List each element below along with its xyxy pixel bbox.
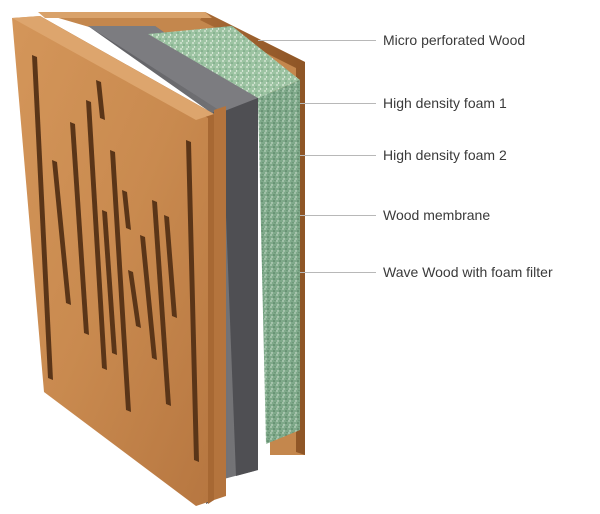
- panel-slot: [70, 122, 89, 335]
- label-high-density-foam-1: High density foam 1: [383, 95, 507, 111]
- panel-slot: [32, 55, 53, 380]
- leader-line-wave-wood-foam-filter: [300, 272, 376, 273]
- label-wood-membrane: Wood membrane: [383, 207, 491, 223]
- high-density-foam-1-layer: [148, 26, 300, 444]
- panel-slot: [110, 150, 131, 412]
- leader-line-wood-membrane: [300, 215, 376, 216]
- wave-wood-panel-layer: [12, 16, 214, 506]
- panel-slot: [96, 80, 105, 120]
- panel-slot: [152, 200, 171, 406]
- label-wave-wood-foam-filter: Wave Wood with foam filter: [383, 264, 553, 280]
- leader-line-micro-perforated-wood: [258, 40, 376, 41]
- panel-slot: [52, 160, 71, 305]
- label-micro-perforated-wood: Micro perforated Wood: [383, 32, 526, 48]
- panel-slot: [86, 100, 107, 370]
- leader-line-high-density-foam-1: [300, 103, 376, 104]
- leader-line-high-density-foam-2: [300, 155, 376, 156]
- panel-slot: [140, 235, 157, 360]
- panel-slot: [186, 140, 199, 462]
- panel-slots: [32, 55, 199, 462]
- label-high-density-foam-2: High density foam 2: [383, 147, 507, 163]
- panel-slot: [164, 215, 177, 318]
- panel-slot: [122, 190, 131, 230]
- panel-slot: [102, 210, 117, 355]
- panel-slot: [128, 270, 141, 328]
